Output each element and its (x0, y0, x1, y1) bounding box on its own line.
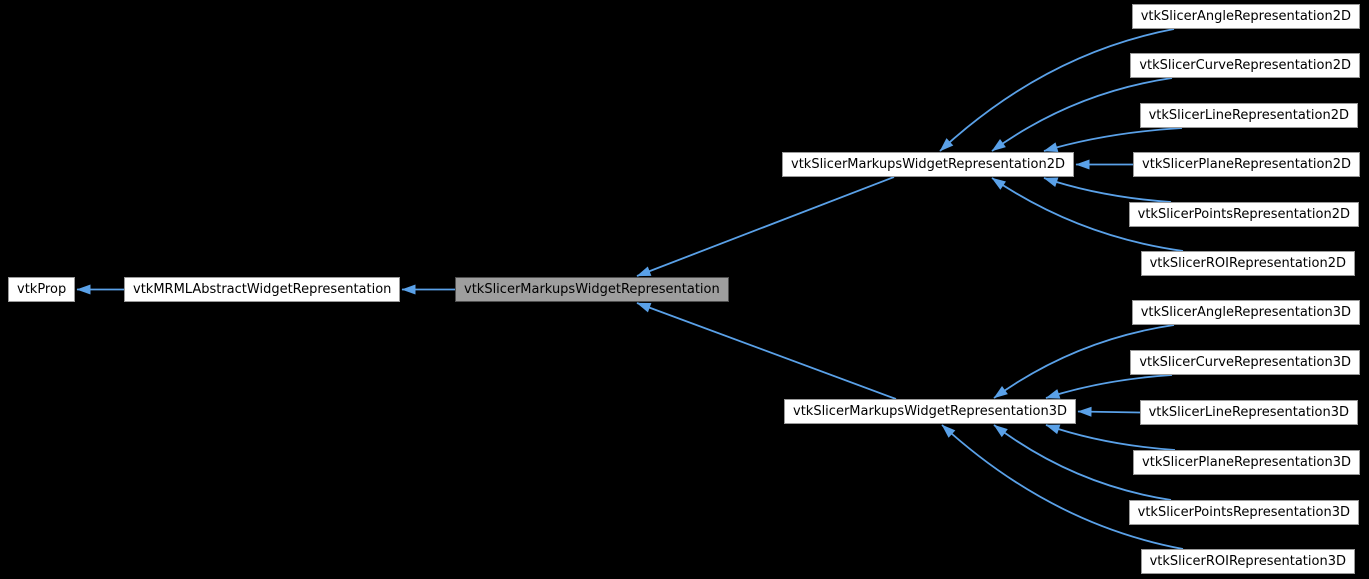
node-vtkmrmlabstractwidgetrepresentation[interactable]: vtkMRMLAbstractWidgetRepresentation (124, 277, 401, 302)
node-vtksliceranglerepresentation2d[interactable]: vtkSlicerAngleRepresentation2D (1131, 4, 1360, 29)
node-vtkslicerplanerepresentation3d[interactable]: vtkSlicerPlaneRepresentation3D (1133, 450, 1360, 475)
node-vtkslicerroirepresentation2d[interactable]: vtkSlicerROIRepresentation2D (1140, 251, 1355, 276)
node-vtkslicerplanerepresentation2d[interactable]: vtkSlicerPlaneRepresentation2D (1133, 152, 1360, 177)
node-vtkslicermarkupswidgetrepresentation3d[interactable]: vtkSlicerMarkupsWidgetRepresentation3D (784, 399, 1076, 424)
node-vtkslicerpointsrepresentation2d[interactable]: vtkSlicerPointsRepresentation2D (1128, 202, 1359, 227)
node-vtkslicercurverepresentation2d[interactable]: vtkSlicerCurveRepresentation2D (1130, 53, 1360, 78)
node-vtkslicerlinerepresentation2d[interactable]: vtkSlicerLineRepresentation2D (1139, 103, 1358, 128)
node-vtkslicercurverepresentation3d[interactable]: vtkSlicerCurveRepresentation3D (1130, 350, 1360, 375)
node-vtkprop[interactable]: vtkProp (8, 277, 76, 302)
node-vtkslicerlinerepresentation3d[interactable]: vtkSlicerLineRepresentation3D (1139, 400, 1358, 425)
node-vtkslicermarkupswidgetrepresentation2d[interactable]: vtkSlicerMarkupsWidgetRepresentation2D (782, 152, 1074, 177)
node-vtkslicermarkupswidgetrepresentation-current: vtkSlicerMarkupsWidgetRepresentation (455, 277, 729, 302)
node-vtksliceranglerepresentation3d[interactable]: vtkSlicerAngleRepresentation3D (1131, 300, 1360, 325)
node-vtkslicerpointsrepresentation3d[interactable]: vtkSlicerPointsRepresentation3D (1128, 500, 1359, 525)
node-vtkslicerroirepresentation3d[interactable]: vtkSlicerROIRepresentation3D (1140, 549, 1355, 574)
